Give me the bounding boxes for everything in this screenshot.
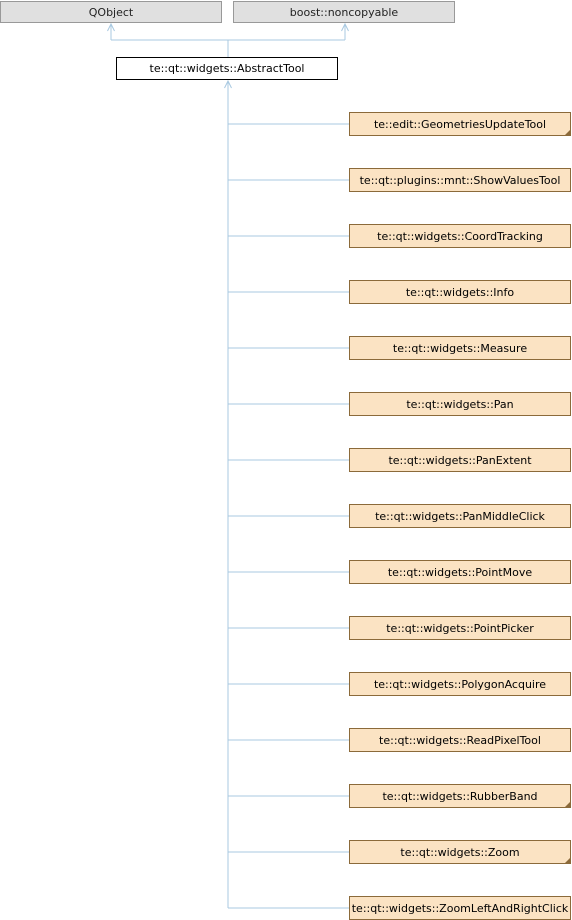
derived-class-zoomleftandrightclick[interactable]: te::qt::widgets::ZoomLeftAndRightClick <box>349 896 571 920</box>
derived-class-pan[interactable]: te::qt::widgets::Pan <box>349 392 571 416</box>
focus-class-label: te::qt::widgets::AbstractTool <box>149 62 305 75</box>
arrow-to-qobject <box>107 22 115 32</box>
derived-class-label: te::qt::widgets::ZoomLeftAndRightClick <box>351 901 569 915</box>
derived-class-readpixeltool[interactable]: te::qt::widgets::ReadPixelTool <box>349 728 571 752</box>
derived-class-label: te::qt::widgets::PanMiddleClick <box>375 509 545 523</box>
derived-class-info[interactable]: te::qt::widgets::Info <box>349 280 571 304</box>
derived-class-panmiddleclick[interactable]: te::qt::widgets::PanMiddleClick <box>349 504 571 528</box>
derived-class-label: te::qt::widgets::Pan <box>406 397 514 411</box>
derived-class-label: te::qt::widgets::Info <box>405 285 515 299</box>
arrow-to-focus <box>224 79 232 89</box>
derived-class-pointmove[interactable]: te::qt::widgets::PointMove <box>349 560 571 584</box>
derived-class-polygonacquire[interactable]: te::qt::widgets::PolygonAcquire <box>349 672 571 696</box>
derived-class-label: te::qt::widgets::ReadPixelTool <box>379 733 541 747</box>
derived-class-rubberband[interactable]: te::qt::widgets::RubberBand <box>349 784 571 808</box>
base-class-label: boost::noncopyable <box>289 5 399 19</box>
derived-class-label: te::qt::widgets::PointMove <box>387 565 533 579</box>
focus-class-abstracttool[interactable]: te::qt::widgets::AbstractTool <box>116 57 338 80</box>
derived-class-zoom[interactable]: te::qt::widgets::Zoom <box>349 840 571 864</box>
derived-class-label: te::qt::widgets::Measure <box>392 341 528 355</box>
derived-class-label: te::qt::plugins::mnt::ShowValuesTool <box>359 173 561 187</box>
derived-class-pointpicker[interactable]: te::qt::widgets::PointPicker <box>349 616 571 640</box>
derived-class-measure[interactable]: te::qt::widgets::Measure <box>349 336 571 360</box>
derived-class-label: te::edit::GeometriesUpdateTool <box>373 117 547 131</box>
derived-class-label: te::qt::widgets::RubberBand <box>382 789 538 803</box>
derived-class-label: te::qt::widgets::PolygonAcquire <box>373 677 547 691</box>
base-class-label: QObject <box>88 5 134 19</box>
derived-class-label: te::qt::widgets::CoordTracking <box>377 229 543 243</box>
derived-class-label: te::qt::widgets::Zoom <box>400 845 520 859</box>
derived-class-coordtracking[interactable]: te::qt::widgets::CoordTracking <box>349 224 571 248</box>
derived-class-label: te::qt::widgets::PointPicker <box>386 621 534 635</box>
derived-class-panextent[interactable]: te::qt::widgets::PanExtent <box>349 448 571 472</box>
arrow-to-noncopyable <box>341 22 349 32</box>
derived-class-geometriesupdatetool[interactable]: te::edit::GeometriesUpdateTool <box>349 112 571 136</box>
base-class-noncopyable[interactable]: boost::noncopyable <box>233 1 455 23</box>
derived-class-showvaluestool[interactable]: te::qt::plugins::mnt::ShowValuesTool <box>349 168 571 192</box>
derived-class-label: te::qt::widgets::PanExtent <box>388 453 532 467</box>
base-class-qobject[interactable]: QObject <box>0 1 222 23</box>
